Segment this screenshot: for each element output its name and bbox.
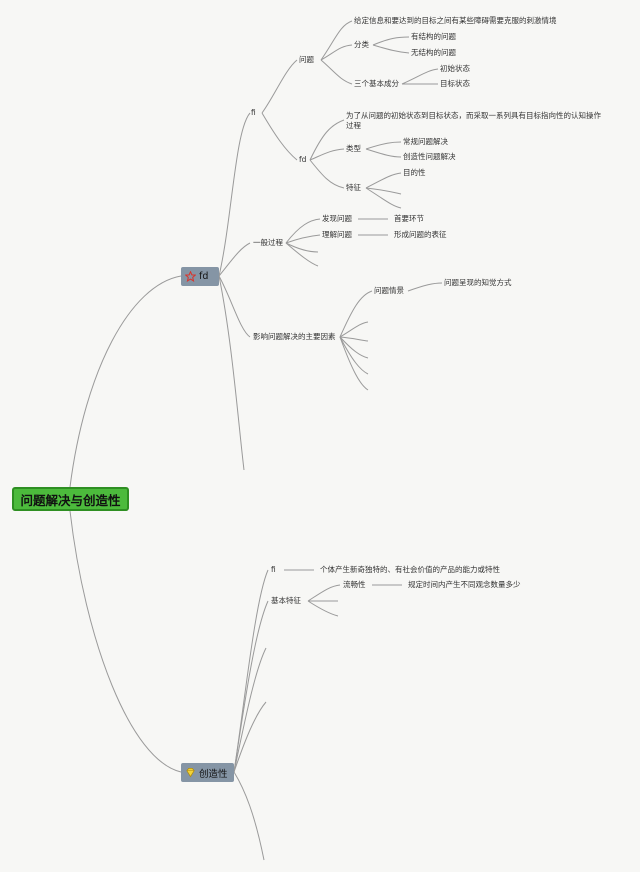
node-creativity-definition-label[interactable]: fi	[271, 565, 276, 574]
node-types[interactable]: 类型	[346, 144, 361, 153]
node-structured[interactable]: 有结构的问题	[411, 32, 456, 41]
node-unstructured[interactable]: 无结构的问题	[411, 48, 456, 57]
node-general-process[interactable]: 一般过程	[253, 238, 283, 247]
node-problem[interactable]: 问题	[299, 55, 314, 64]
node-definition[interactable]: fi	[251, 108, 256, 117]
node-representation[interactable]: 形成问题的表征	[394, 230, 447, 239]
node-influencing-factors[interactable]: 影响问题解决的主要因素	[253, 332, 336, 341]
node-initial-state[interactable]: 初始状态	[440, 64, 470, 73]
node-find-problem[interactable]: 发现问题	[322, 214, 352, 223]
node-solving[interactable]: fd	[299, 155, 307, 164]
node-fluency-desc[interactable]: 规定时间内产生不同观念数量多少	[408, 580, 521, 589]
branch-node-creativity[interactable]: 创造性	[181, 763, 234, 782]
root-node[interactable]: 问题解决与创造性	[12, 487, 129, 511]
branch-label: fd	[199, 271, 209, 282]
node-solving-definition[interactable]: 为了从问题的初始状态到目标状态，而采取一系列具有目标指向性的认知操作过程	[346, 111, 601, 130]
connector-lines	[69, 20, 443, 861]
gem-icon	[186, 768, 195, 778]
node-purposiveness[interactable]: 目的性	[403, 168, 426, 177]
branch-label: 创造性	[199, 768, 228, 780]
node-features[interactable]: 特征	[346, 183, 361, 192]
node-goal-state[interactable]: 目标状态	[440, 79, 470, 88]
node-first-step[interactable]: 首要环节	[394, 214, 424, 223]
node-components[interactable]: 三个基本成分	[354, 79, 399, 88]
node-fluency[interactable]: 流畅性	[343, 580, 366, 589]
node-classify[interactable]: 分类	[354, 40, 369, 49]
node-perception-mode[interactable]: 问题呈现的知觉方式	[444, 278, 512, 287]
node-creative-solving[interactable]: 创造性问题解决	[403, 152, 456, 161]
node-understand-problem[interactable]: 理解问题	[322, 230, 352, 239]
node-routine-solving[interactable]: 常规问题解决	[403, 137, 448, 146]
node-problem-situation[interactable]: 问题情景	[374, 286, 404, 295]
branch-node-problem-solving[interactable]: fd	[181, 267, 219, 286]
node-problem-definition[interactable]: 给定信息和要达到的目标之间有某些障碍需要克服的刺激情境	[354, 16, 557, 25]
node-creativity-definition[interactable]: 个体产生新奇独特的、有社会价值的产品的能力或特性	[320, 565, 500, 574]
node-basic-features[interactable]: 基本特征	[271, 596, 301, 605]
star-icon	[185, 271, 196, 282]
